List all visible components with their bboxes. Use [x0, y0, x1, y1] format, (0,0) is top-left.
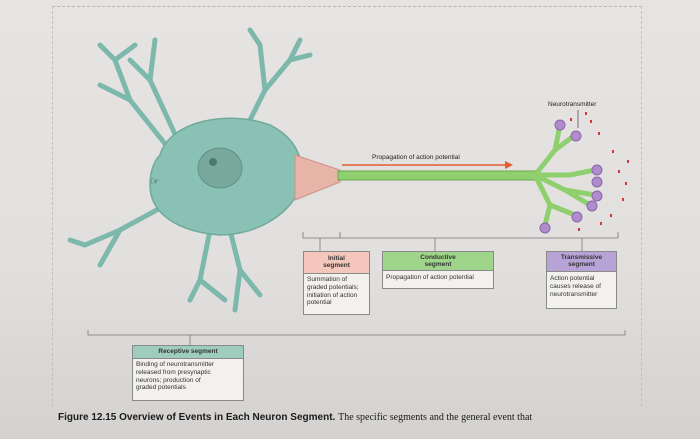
- transmissive-segment-description: Action potential causes release of neuro…: [550, 275, 601, 298]
- figure-caption: Figure 12.15 Overview of Events in Each …: [58, 412, 532, 423]
- neurotransmitter-label: Neurotransmitter: [548, 101, 597, 108]
- synaptic-knobs: [539, 119, 603, 234]
- nucleolus: [209, 158, 217, 166]
- propagation-arrowhead: [505, 161, 513, 169]
- figure-caption-title: Figure 12.15 Overview of Events in Each …: [58, 412, 336, 423]
- receptive-segment-description: Binding of neurotransmitter released fro…: [136, 361, 215, 392]
- nucleus: [197, 147, 243, 189]
- hand-cursor-icon: ☞: [150, 176, 160, 188]
- initial-segment-description: Summation of graded potentials; initiati…: [307, 276, 359, 307]
- figure-caption-text: The specific segments and the general ev…: [338, 412, 533, 423]
- dashed-frame-right: [641, 6, 642, 406]
- dashed-frame-top: [52, 6, 642, 7]
- dendrites: [67, 27, 313, 313]
- axon-hillock: [294, 154, 341, 201]
- segment-brackets: [87, 232, 626, 345]
- neurotransmitter-dots: [570, 112, 629, 231]
- receptive-segment-title: Receptive segment: [133, 346, 243, 359]
- propagation-label: Propagation of action potential: [372, 154, 460, 161]
- conductive-segment-description: Propagation of action potential: [386, 274, 474, 281]
- receptive-segment-box: Receptive segment Binding of neurotransm…: [132, 345, 244, 401]
- axon-terminals: [532, 122, 598, 228]
- dashed-frame-left: [52, 6, 53, 406]
- axon: [337, 170, 539, 181]
